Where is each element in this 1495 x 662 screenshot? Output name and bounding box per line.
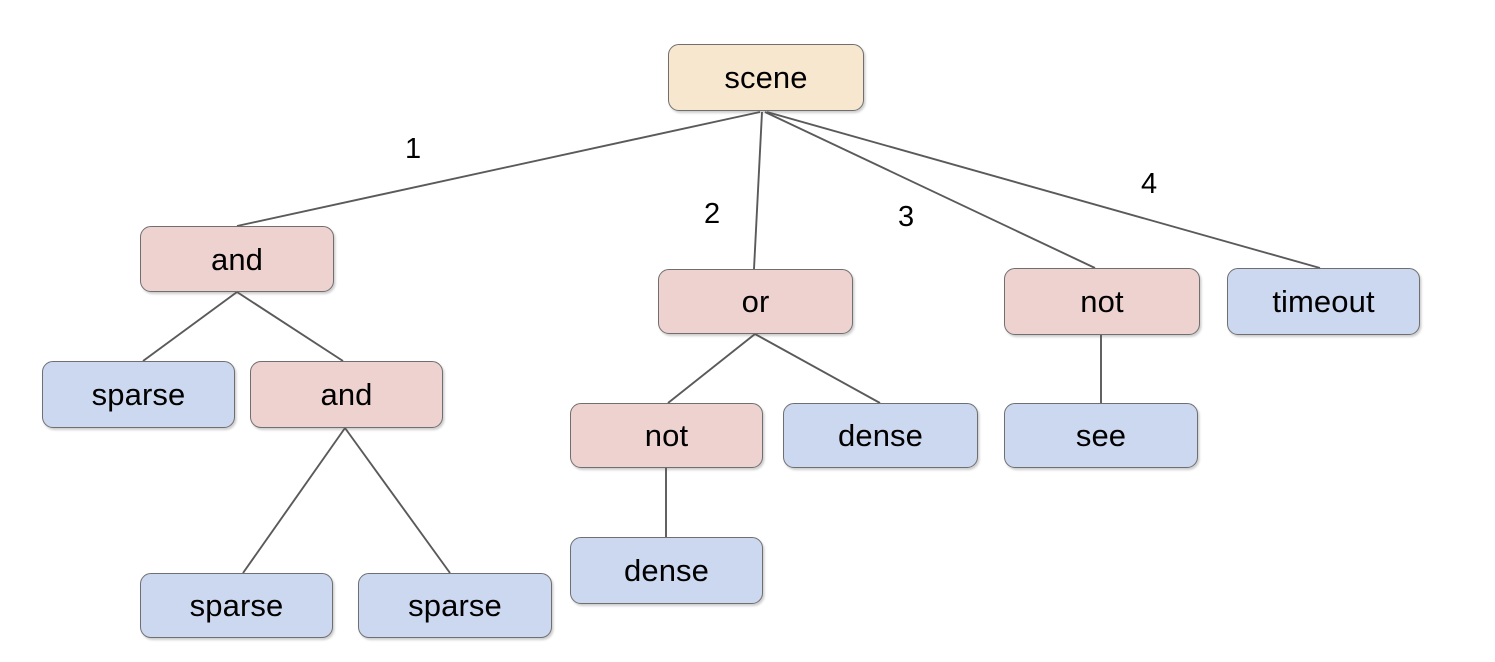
node-label: sparse	[408, 588, 502, 623]
node-label: dense	[624, 553, 709, 588]
edge-label-1: 1	[405, 133, 422, 165]
edge-scene-to-and1	[236, 111, 761, 227]
node-and1[interactable]: and	[140, 226, 334, 292]
edge-label-4: 4	[1141, 168, 1158, 200]
node-label: dense	[838, 418, 923, 453]
edge-label-3: 3	[898, 201, 915, 233]
node-label: sparse	[189, 588, 284, 623]
node-label: scene	[724, 60, 808, 95]
node-see1[interactable]: see	[1004, 403, 1198, 468]
node-label: and	[210, 241, 264, 277]
node-sparse2[interactable]: sparse	[140, 573, 333, 638]
node-sparse1[interactable]: sparse	[42, 361, 235, 428]
node-or1[interactable]: or	[658, 269, 853, 334]
edge-scene-to-not1	[764, 111, 1096, 269]
node-label: not	[644, 418, 689, 453]
edge-and1-to-and2	[236, 291, 344, 362]
node-label: sparse	[91, 377, 186, 412]
node-label: and	[320, 377, 373, 412]
node-and2[interactable]: and	[250, 361, 443, 428]
edge-and1-to-sparse1	[142, 291, 238, 362]
edge-and2-to-sparse3	[344, 427, 451, 574]
node-sparse3[interactable]: sparse	[358, 573, 552, 638]
node-label: or	[741, 284, 770, 319]
edge-label-2: 2	[704, 198, 721, 230]
node-label: timeout	[1272, 284, 1375, 319]
node-label: see	[1075, 418, 1127, 453]
edge-or1-to-not2	[667, 333, 756, 404]
node-not1[interactable]: not	[1004, 268, 1200, 335]
edge-scene-to-or1	[753, 111, 763, 270]
node-timeout1[interactable]: timeout	[1227, 268, 1420, 335]
edge-and2-to-sparse2	[242, 427, 346, 574]
node-dense2[interactable]: dense	[570, 537, 763, 604]
edge-or1-to-dense1	[754, 333, 881, 404]
edge-scene-to-timeout1	[766, 111, 1321, 269]
node-scene[interactable]: scene	[668, 44, 864, 111]
node-dense1[interactable]: dense	[783, 403, 978, 468]
node-label: not	[1080, 284, 1124, 319]
node-not2[interactable]: not	[570, 403, 763, 468]
